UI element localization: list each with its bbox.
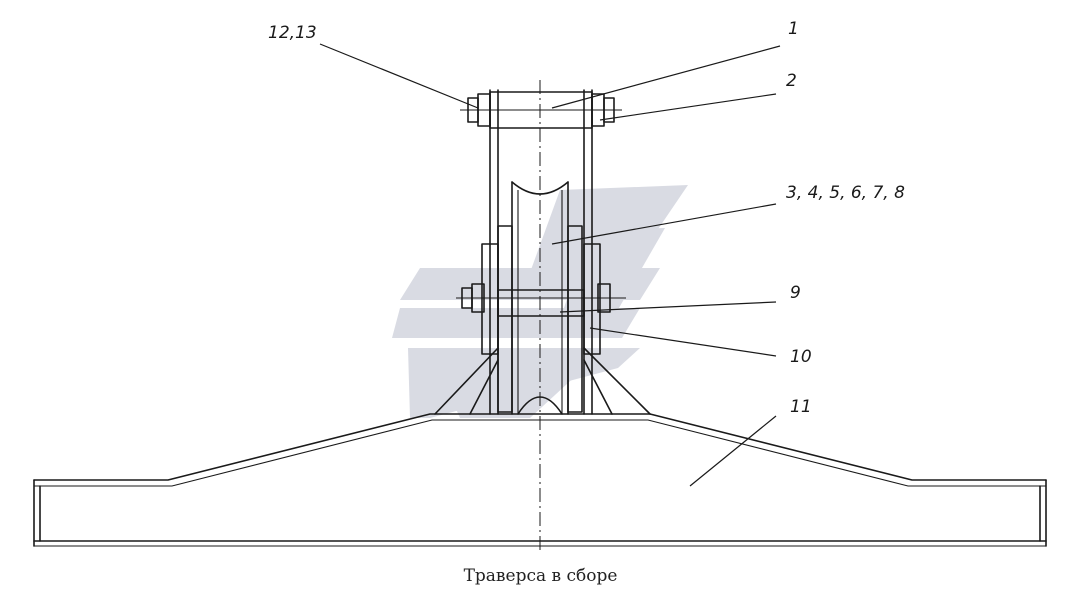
central-axle (456, 283, 626, 317)
drawing-caption: Траверса в сборе (463, 566, 618, 586)
callout-2: 2 (786, 71, 797, 91)
callout-3-8: 3, 4, 5, 6, 7, 8 (786, 183, 905, 203)
base-beam (33, 413, 1047, 547)
callout-10: 10 (790, 347, 812, 367)
top-spacer (460, 91, 622, 129)
support-gussets (434, 347, 651, 415)
callout-11: 11 (790, 397, 812, 417)
callout-12-13: 12,13 (268, 23, 317, 43)
callout-1: 1 (788, 19, 799, 39)
callout-9: 9 (790, 283, 801, 303)
leader-lines (319, 43, 781, 487)
